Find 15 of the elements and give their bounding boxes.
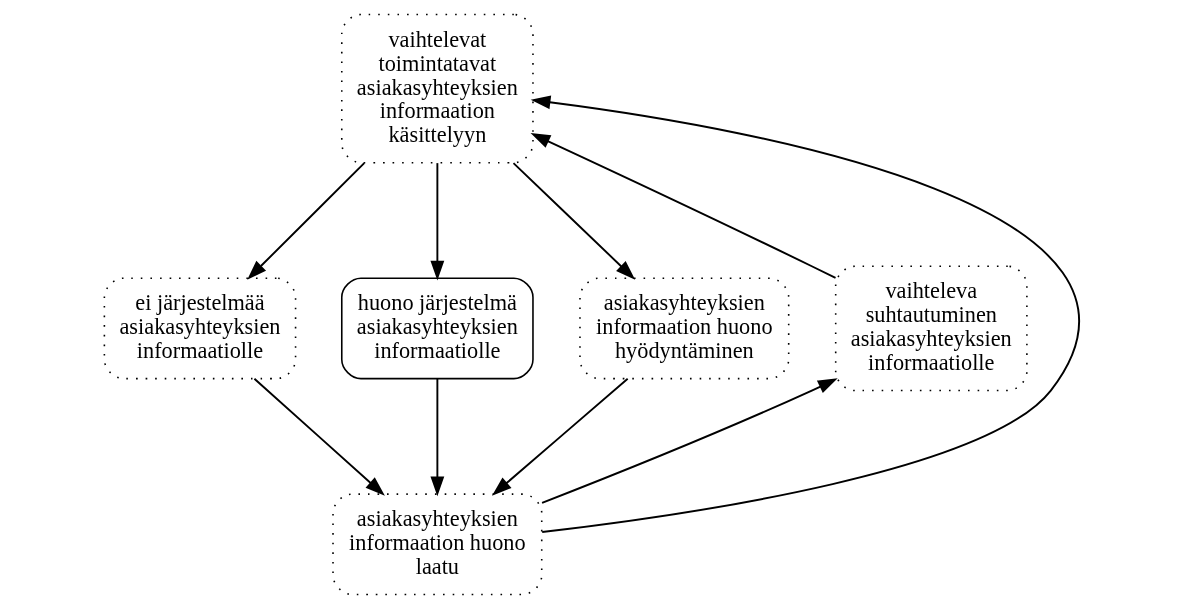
arrow — [530, 95, 1079, 534]
arrow — [430, 162, 445, 281]
arrow — [512, 162, 636, 280]
arrow — [430, 377, 445, 497]
node-box: vaihtelevat toimintatavat asiakasyhteyksien informaation käsittelyyn — [340, 13, 534, 164]
node-box: asiakasyhteyksien informaation huono hyödyntäminen — [579, 277, 790, 380]
arrow — [253, 377, 385, 496]
node-box: asiakasyhteyksien informaation huono laatu — [332, 493, 543, 596]
arrow — [247, 162, 366, 280]
arrow — [492, 377, 629, 496]
node-box: ei järjestelmää asiakasyhteyksien informaatiolle — [103, 277, 297, 380]
arrow — [530, 133, 837, 279]
node-box: vaihteleva suhtautuminen asiakasyhteyksien informaatiolle — [834, 265, 1028, 392]
node-box: huono järjestelmä asiakasyhteyksien informaatiolle — [340, 277, 534, 380]
arrow — [541, 378, 838, 504]
